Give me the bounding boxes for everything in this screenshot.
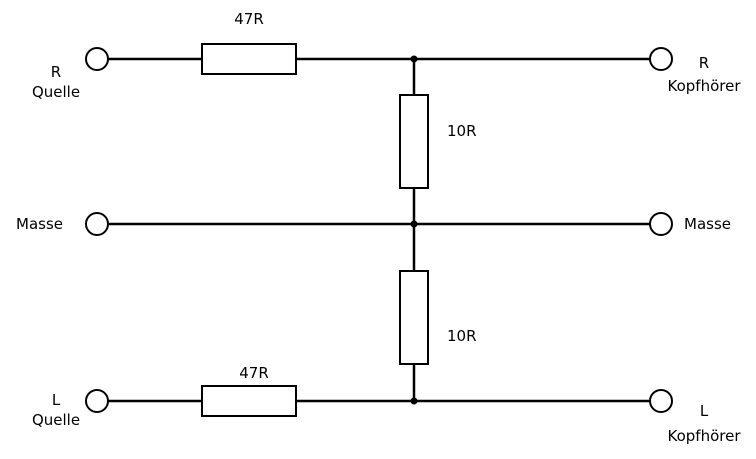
headphone-l-label-name: Kopfhörer xyxy=(668,427,742,445)
series-resistor-r xyxy=(201,43,297,75)
terminal-headphone-r xyxy=(649,47,673,71)
junction-l xyxy=(410,397,418,405)
headphone-r-label-name: Kopfhörer xyxy=(668,77,742,95)
source-l-label-channel: L xyxy=(52,391,61,409)
series-resistor-r-value: 47R xyxy=(234,10,264,28)
terminal-headphone-l xyxy=(649,389,673,413)
terminal-source-ground xyxy=(85,212,109,236)
source-r-label-name: Quelle xyxy=(32,83,80,101)
terminals xyxy=(85,47,673,413)
shunt-resistor-l xyxy=(399,270,429,365)
source-r-label-channel: R xyxy=(51,63,61,81)
series-resistor-l-value: 47R xyxy=(239,364,269,382)
headphone-ground-label: Masse xyxy=(684,215,731,233)
terminal-source-l xyxy=(85,389,109,413)
component-labels: 47R 47R 10R 10R xyxy=(234,10,476,382)
source-l-label-name: Quelle xyxy=(32,411,80,429)
node-labels: R Quelle Masse L Quelle R Kopfhörer Mass… xyxy=(16,54,741,445)
terminal-headphone-ground xyxy=(649,212,673,236)
junction-r xyxy=(410,55,418,63)
shunt-resistor-r xyxy=(399,94,429,189)
terminal-source-r xyxy=(85,47,109,71)
resistors xyxy=(201,43,429,417)
wires xyxy=(108,57,650,403)
shunt-resistor-r-value: 10R xyxy=(447,122,477,140)
headphone-l-label-channel: L xyxy=(700,402,709,420)
junction-ground xyxy=(410,220,418,228)
shunt-resistor-l-value: 10R xyxy=(447,327,477,345)
series-resistor-l xyxy=(201,385,297,417)
source-ground-label: Masse xyxy=(16,215,63,233)
junctions xyxy=(410,55,418,405)
headphone-r-label-channel: R xyxy=(699,54,709,72)
